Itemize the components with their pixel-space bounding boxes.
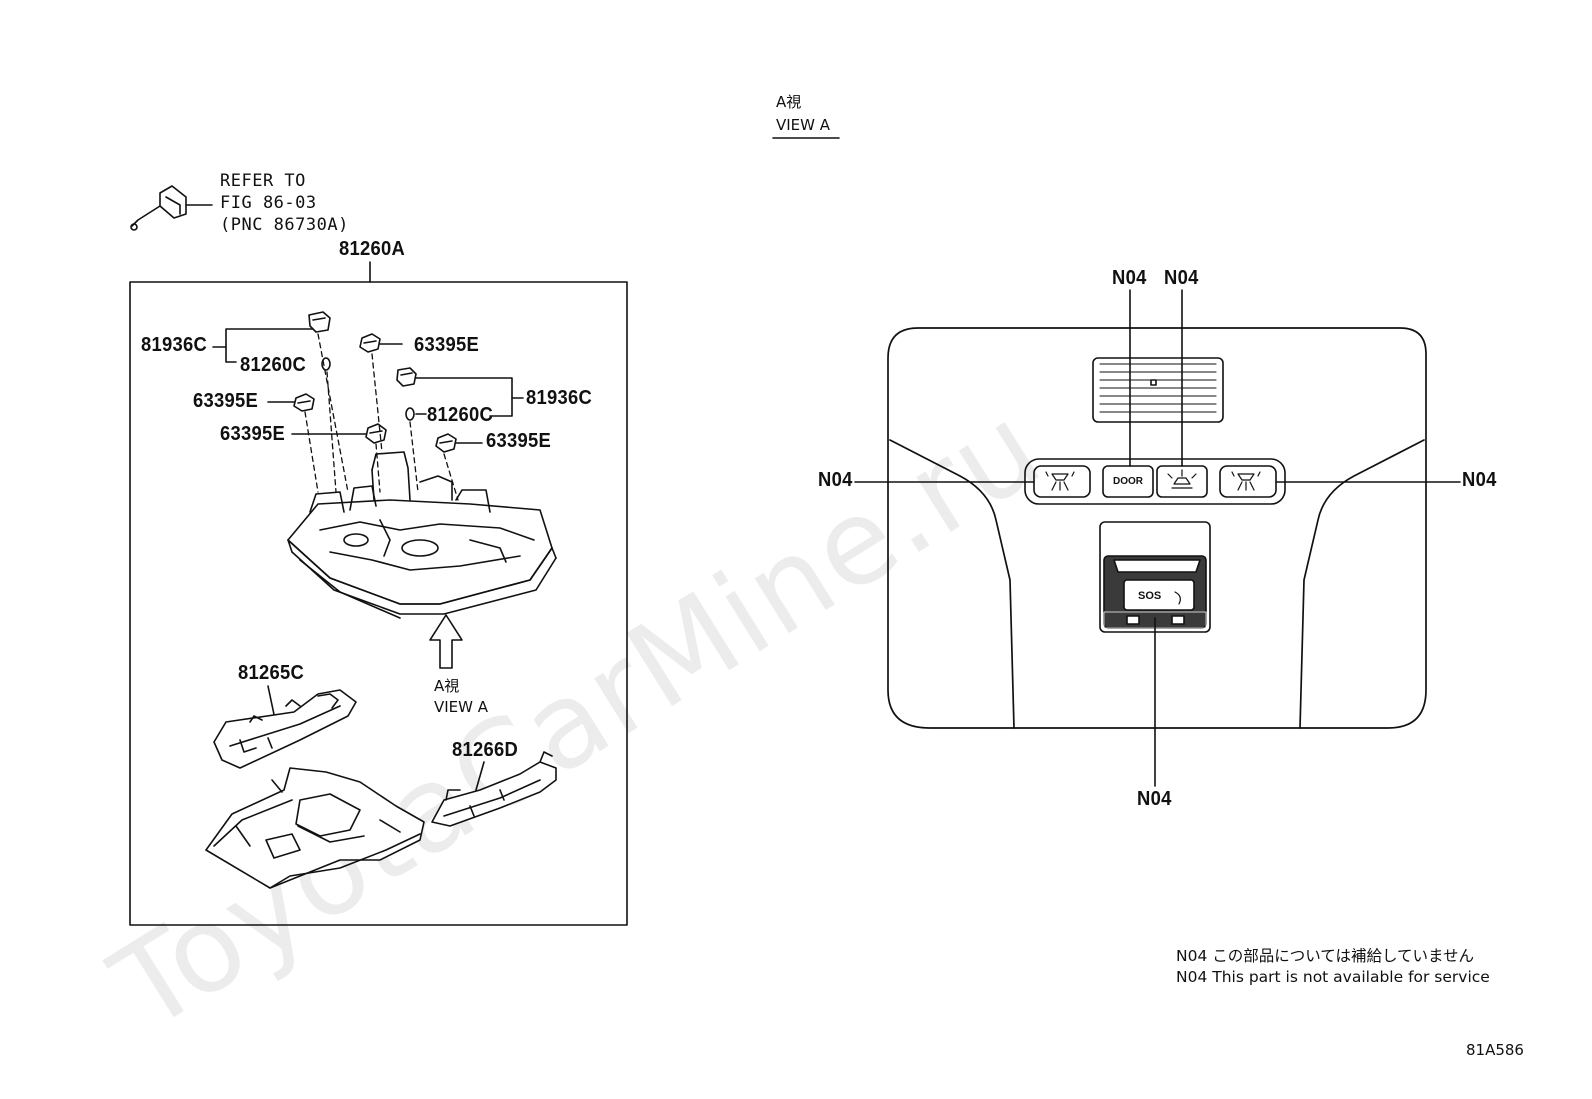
part-label-63395e-middle: 63395E (220, 423, 286, 445)
callout-top2: N04 (1164, 267, 1199, 289)
view-a-title-jp: A視 (776, 93, 802, 111)
map-light-left-icon (1045, 471, 1075, 491)
refer-line1: REFER TO (220, 171, 306, 191)
view-a-title-en: VIEW A (776, 116, 831, 134)
part-label-81266d: 81266D (452, 739, 519, 761)
lower-bezel (205, 767, 425, 889)
sos-button-label: SOS (1138, 586, 1162, 603)
callout-right: N04 (1462, 469, 1497, 491)
part-81265c (213, 685, 357, 769)
callout-left: N04 (818, 469, 853, 491)
part-label-63395e-left: 63395E (193, 390, 259, 412)
callout-bottom: N04 (1137, 788, 1172, 810)
view-a-arrow (429, 614, 463, 669)
map-lamp-housing (287, 451, 557, 619)
door-button (1102, 465, 1154, 498)
overhead-console-outline (887, 327, 1427, 729)
sos-signal-icon (1174, 591, 1181, 605)
sos-module (1099, 521, 1211, 633)
map-light-right-icon (1231, 471, 1261, 491)
callout-top1: N04 (1112, 267, 1147, 289)
map-light-left-button (1033, 465, 1091, 498)
assembly-part-label: 81260A (339, 238, 406, 260)
view-a-ref-en: VIEW A (434, 698, 489, 716)
dome-light-icon (1167, 469, 1197, 489)
part-label-63395e-right: 63395E (486, 430, 552, 452)
part-81266d (431, 751, 557, 827)
assembly-box (129, 281, 628, 926)
part-label-81260c-lower: 81260C (427, 404, 494, 426)
note-jp: N04 この部品については補給していません (1176, 947, 1475, 965)
figure-code: 81A586 (1466, 1041, 1524, 1059)
part-label-63395e-upper: 63395E (414, 334, 480, 356)
part-label-81936c-upper: 81936C (141, 334, 208, 356)
note-en: N04 This part is not available for servi… (1176, 968, 1490, 986)
door-button-label: DOOR (1113, 476, 1143, 487)
part-label-81265c: 81265C (238, 662, 305, 684)
reference-clip-icon (130, 185, 213, 231)
part-label-81260c-upper: 81260C (240, 354, 307, 376)
microphone-grille (1092, 357, 1224, 423)
refer-line3: (PNC 86730A) (220, 215, 349, 235)
map-light-right-button (1219, 465, 1277, 498)
view-a-ref-jp: A視 (434, 677, 460, 695)
refer-line2: FIG 86-03 (220, 193, 317, 213)
part-label-81936c-lower: 81936C (526, 387, 593, 409)
